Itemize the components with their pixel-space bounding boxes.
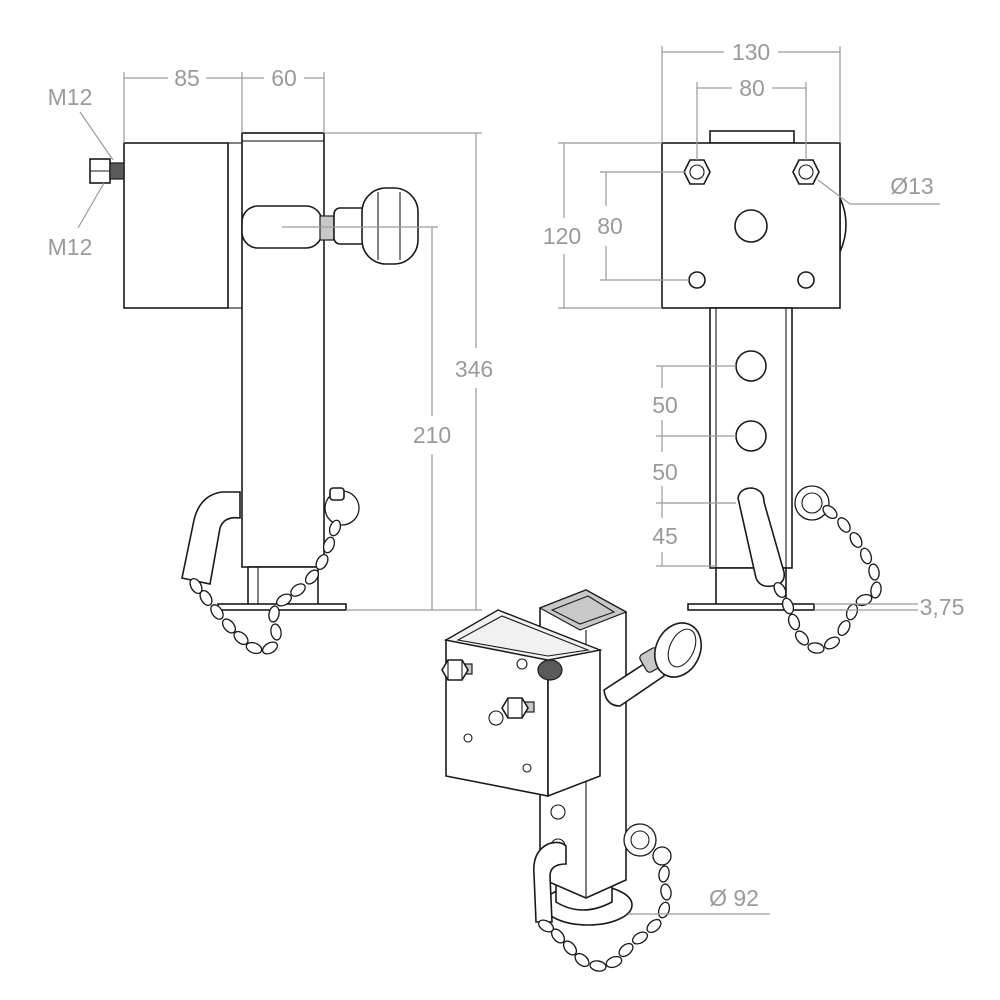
front-nut-right [792, 159, 820, 185]
iso-bracket-side-hole [516, 658, 528, 670]
side-mounting-bracket [123, 142, 229, 309]
dim-92-label: Ø 92 [709, 885, 759, 911]
iso-bolt-left [441, 659, 473, 681]
front-view: 130 80 120 80 Ø13 50 50 45 3,75 [543, 39, 965, 654]
iso-bracket-top-opening [444, 609, 603, 661]
iso-knob-face [667, 628, 697, 668]
front-hole-bottom-right [797, 271, 815, 289]
iso-bracket-center-hole [537, 659, 563, 681]
front-chain [773, 504, 882, 654]
iso-ring-clip [623, 823, 657, 857]
dim-step-2-label: 50 [652, 459, 678, 485]
bolt-leader-top [79, 111, 114, 161]
iso-bracket-hole-br [522, 763, 532, 773]
iso-bracket-hole-bl [463, 733, 473, 743]
side-view: 85 60 M12 M12 346 210 [48, 65, 493, 655]
dim-step-1-label: 50 [652, 392, 678, 418]
dim-346-label: 346 [455, 356, 493, 382]
side-bolt-shank [109, 162, 125, 180]
iso-bolt-right [501, 697, 535, 719]
side-chain [189, 519, 342, 655]
iso-chain [537, 865, 672, 972]
front-center-hole [734, 209, 768, 243]
iso-view: Ø 92 [441, 589, 770, 972]
dim-210-label: 210 [413, 422, 451, 448]
dim-375-label: 3,75 [920, 594, 965, 620]
iso-pin-knob [654, 622, 702, 678]
dim-step-3-label: 45 [652, 523, 678, 549]
front-foot-plate [687, 603, 815, 611]
front-adjust-hole-1 [735, 350, 767, 382]
dim-80v-label: 80 [597, 213, 623, 239]
dim-80h-label: 80 [739, 75, 765, 101]
iso-adjust-hole-1 [550, 804, 566, 820]
iso-ring-clip-inner [630, 830, 650, 850]
bolt-label-bottom: M12 [48, 234, 93, 260]
bolt-leader-bottom [77, 182, 105, 229]
front-nut-left [683, 159, 711, 185]
dim-13-leader-a [817, 179, 851, 205]
front-hole-bottom-left [688, 271, 706, 289]
iso-ring-clip-2 [652, 846, 672, 866]
front-ring-clip-inner [801, 492, 823, 514]
iso-bracket-inner-edge [456, 615, 591, 657]
front-top-tab [709, 130, 795, 144]
front-ring-clip [794, 485, 830, 521]
side-crank-handle [181, 491, 241, 585]
iso-crank-handle [532, 841, 567, 923]
bolt-label-top: M12 [48, 84, 93, 110]
side-pin-collar [319, 215, 335, 241]
side-tube-cap [241, 132, 325, 142]
dim-130-label: 130 [732, 39, 770, 65]
side-clip-mount [329, 487, 345, 501]
side-bracket-flange [227, 142, 243, 309]
dim-120-label: 120 [543, 223, 581, 249]
front-knob-edge [839, 197, 847, 253]
iso-tube-top-inner [550, 595, 616, 625]
front-adjust-hole-2 [735, 420, 767, 452]
front-crank-handle [737, 487, 786, 588]
dim-13-label: Ø13 [890, 173, 933, 199]
dim-60-label: 60 [271, 65, 297, 91]
iso-tube-top [538, 589, 628, 631]
side-main-tube [241, 132, 325, 568]
side-pin-knob [361, 187, 419, 265]
dim-85-label: 85 [174, 65, 200, 91]
iso-bracket-front-hole [488, 710, 504, 726]
